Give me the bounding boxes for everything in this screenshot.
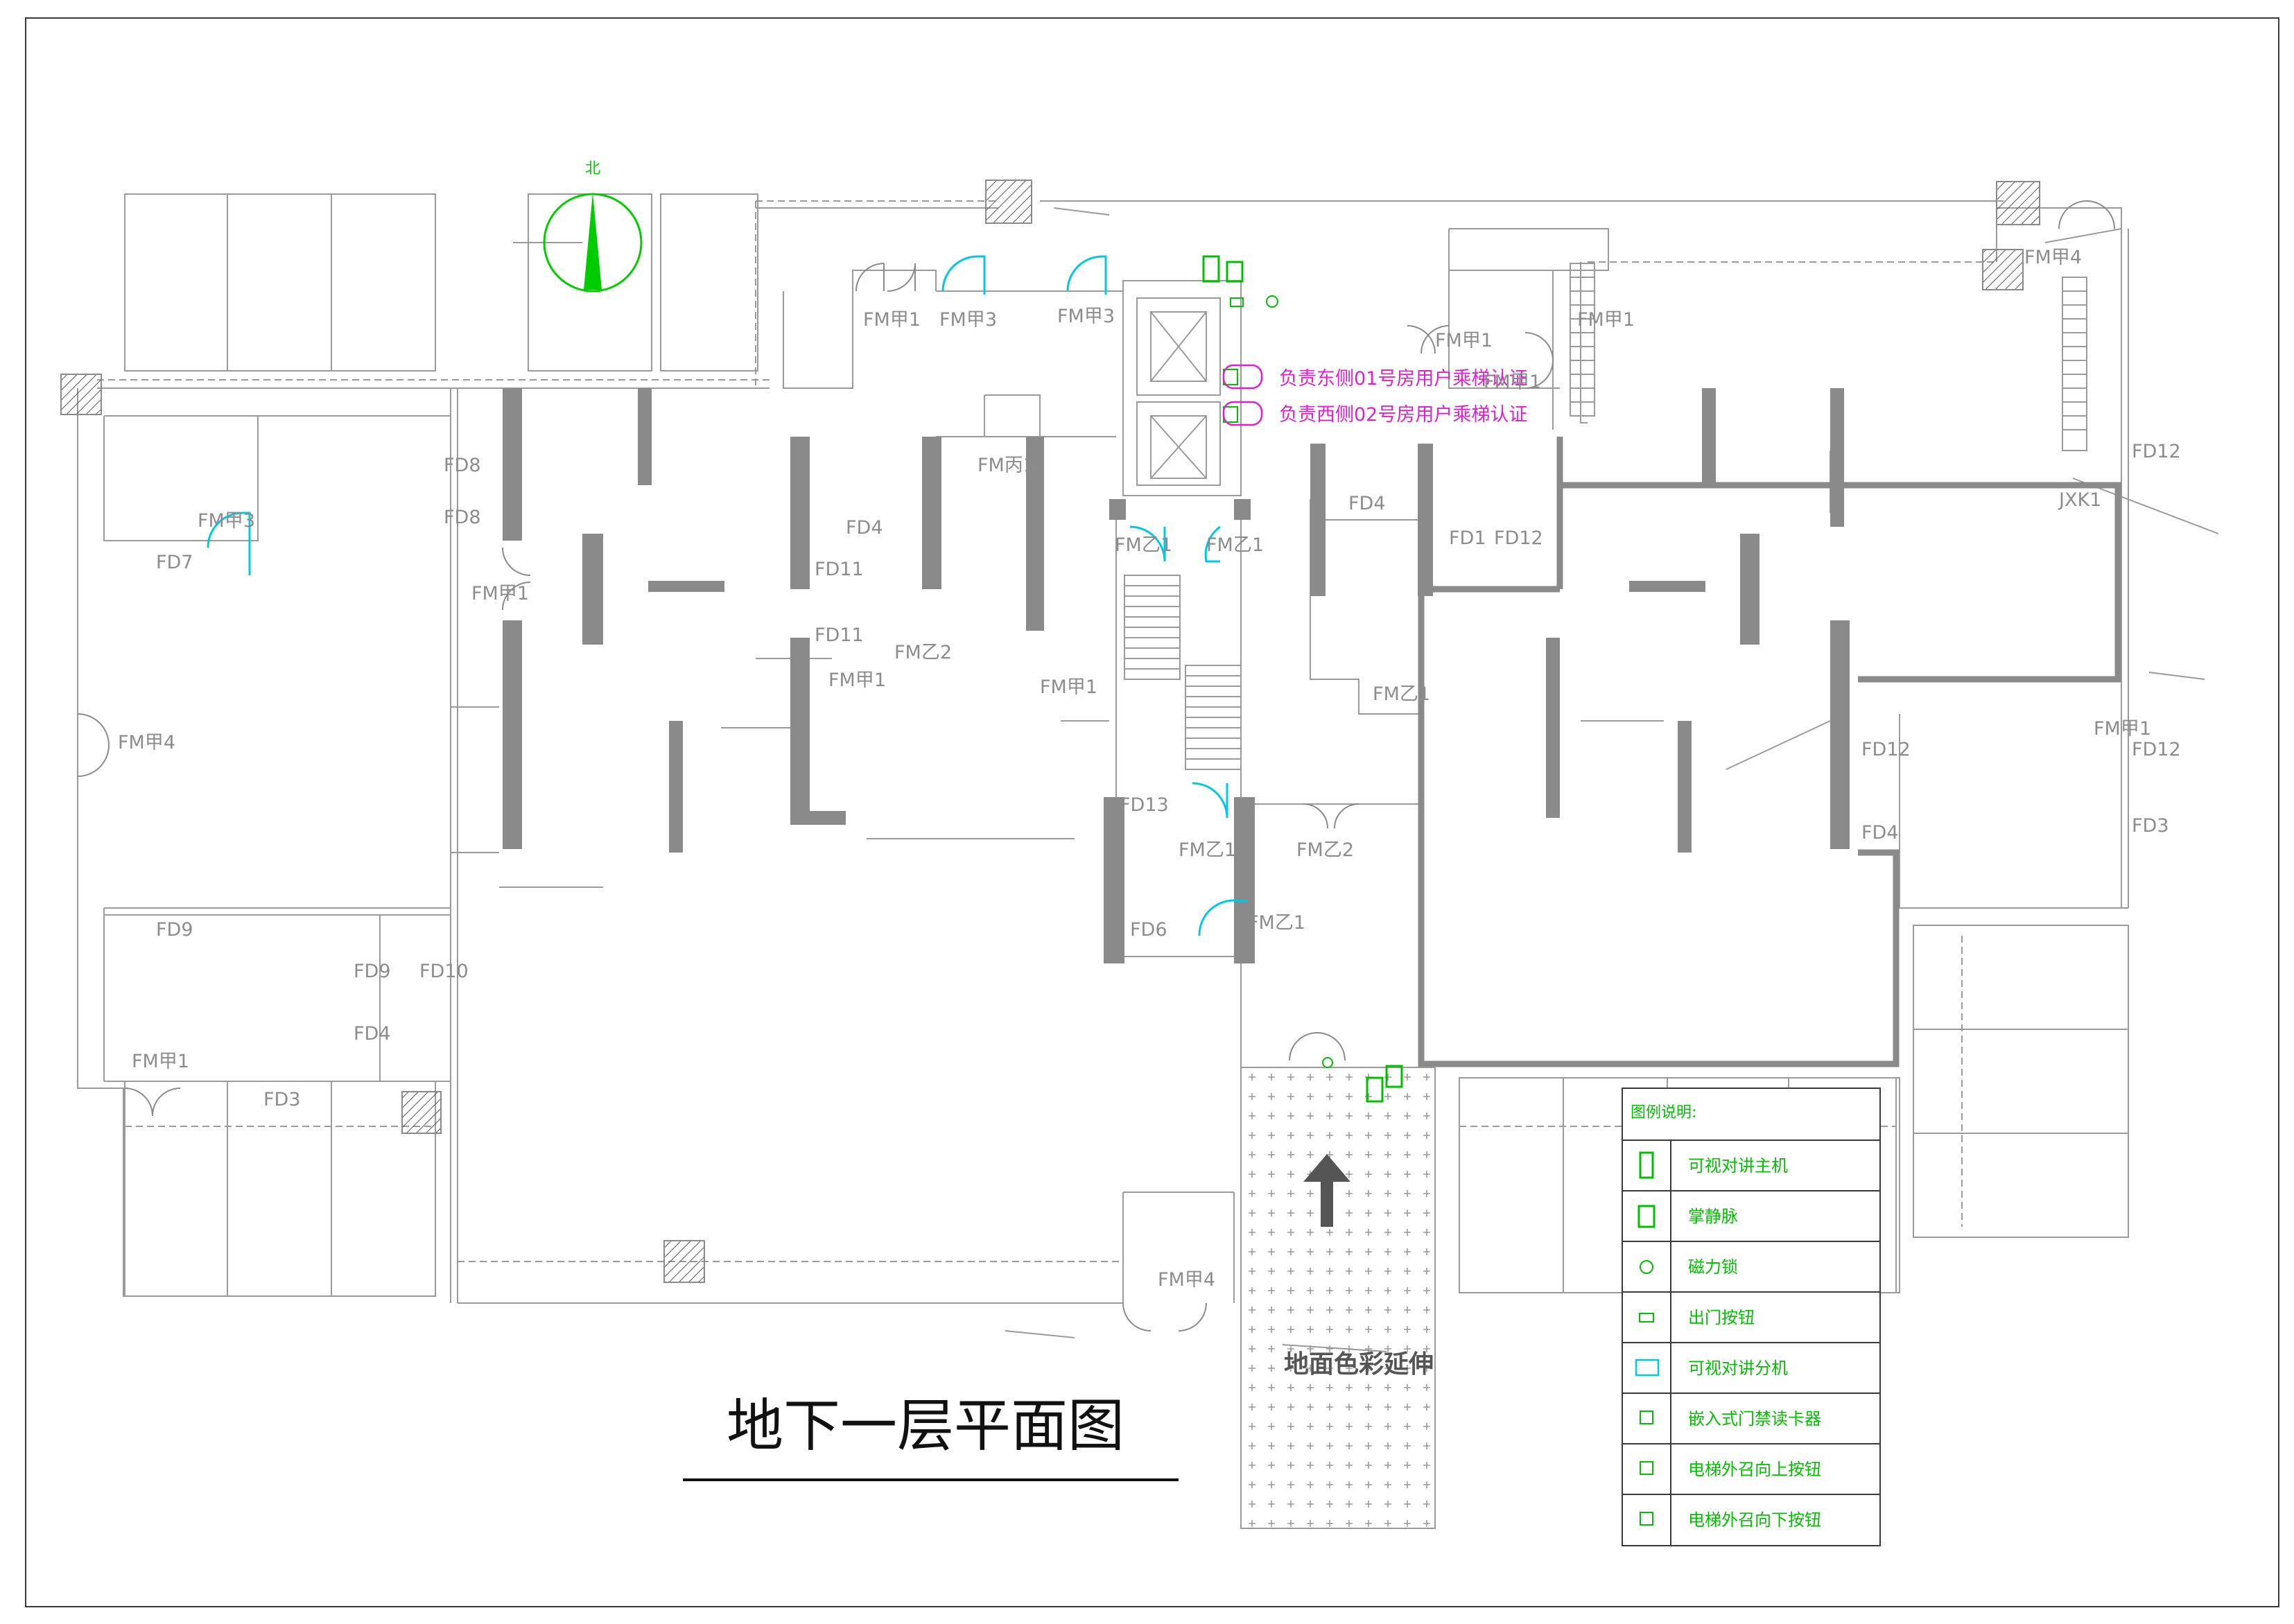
damper-label: FD8 (444, 455, 481, 476)
damper-label: FD12 (1494, 527, 1543, 549)
sheet-border (25, 17, 2279, 1607)
door-label: FM甲1 (1577, 309, 1635, 331)
door-label: FM乙1 (1179, 839, 1236, 861)
door-label: FM甲3 (1057, 306, 1115, 327)
magnetic-lock-icon (1266, 295, 1278, 308)
door-label: FM甲4 (1158, 1269, 1215, 1291)
legend-label: 电梯外召向下按钮 (1688, 1510, 1821, 1530)
door-swings (77, 200, 2115, 1331)
exit-button-icon (1230, 297, 1244, 307)
damper-label: FD12 (2132, 441, 2181, 462)
box-label: JXK1 (2058, 489, 2101, 511)
legend-table: 图例说明: 可视对讲主机 掌静脉 磁力锁 出门按钮 可视对讲分机 嵌入式门禁读卡… (1622, 1088, 1881, 1546)
door-label: FM甲1 (1435, 330, 1493, 351)
door-label: FM甲4 (2024, 247, 2082, 268)
intercom-main-icon (1366, 1076, 1384, 1103)
door-label: FM乙2 (1296, 839, 1354, 861)
ground-extension-area (1240, 1067, 1436, 1529)
legend-label: 掌静脉 (1688, 1207, 1738, 1226)
legend-label: 可视对讲主机 (1688, 1156, 1788, 1176)
elevator-up-button-icon (1223, 369, 1238, 385)
door-label: FM甲1 (1484, 372, 1541, 393)
damper-label: FD4 (354, 1023, 391, 1045)
damper-label: FD11 (815, 625, 864, 646)
intercom-main-icon (1639, 1151, 1654, 1179)
ground-note: 地面色彩延伸 (1284, 1350, 1434, 1379)
north-arrow: 北 (543, 160, 643, 293)
door-label: FM乙1 (1373, 683, 1430, 705)
damper-label: FD9 (354, 961, 391, 982)
door-label: FM乙1 (1206, 534, 1264, 556)
door-label: FM甲3 (939, 309, 997, 331)
door-label: FM甲1 (863, 309, 921, 331)
bold-outlines (1418, 437, 2121, 1067)
callouts: 负责东侧01号房用户乘梯认证 负责西侧02号房用户乘梯认证 (1222, 364, 1527, 426)
damper-label: FD12 (2132, 739, 2181, 760)
drawing-title: 地下一层平面图 (727, 1393, 1124, 1459)
door-label: FM甲1 (471, 583, 529, 604)
elevator-up-button-icon (1640, 1461, 1653, 1475)
callout-east: 负责东侧01号房用户乘梯认证 (1279, 368, 1527, 390)
card-reader-icon (1640, 1411, 1653, 1424)
damper-label: FD13 (1120, 794, 1169, 816)
access-devices (1202, 255, 1403, 1103)
door-label: FM甲4 (118, 732, 175, 753)
elevator-down-button-icon (1640, 1512, 1653, 1526)
door-label: FM甲1 (828, 670, 886, 691)
legend-label: 电梯外召向上按钮 (1688, 1460, 1821, 1479)
walls (503, 388, 1850, 963)
palm-vein-icon (1637, 1205, 1656, 1228)
palm-vein-icon (1385, 1065, 1403, 1088)
damper-label: FD8 (444, 507, 481, 528)
damper-label: FD1 (1449, 527, 1486, 549)
door-label: FM乙1 (1115, 534, 1172, 556)
damper-label: FD10 (419, 961, 469, 982)
damper-label: FD6 (1130, 919, 1167, 941)
door-labels: FM甲1 FM甲3 FM甲3 FM甲3 FM丙1 FM甲1 FM甲1 FM甲4 … (118, 247, 2181, 1291)
damper-label: FD4 (1861, 822, 1899, 844)
damper-label: FD3 (2132, 815, 2169, 837)
damper-label: FD4 (1348, 493, 1386, 514)
magnetic-lock-icon (1640, 1260, 1653, 1274)
legend-label: 可视对讲分机 (1688, 1359, 1788, 1378)
damper-label: FD11 (815, 559, 864, 580)
damper-label: FD3 (263, 1089, 301, 1110)
intercom-extension-icon (1635, 1359, 1660, 1377)
magnetic-lock-icon (1322, 1057, 1333, 1068)
plan-outline (77, 193, 2219, 1352)
callout-west: 负责西侧02号房用户乘梯认证 (1279, 404, 1527, 426)
door-label: FM甲3 (198, 510, 255, 532)
door-label: FM乙1 (1248, 912, 1305, 934)
door-label: FM丙1 (977, 455, 1035, 476)
north-label: 北 (585, 160, 600, 177)
legend-label: 磁力锁 (1688, 1257, 1738, 1277)
legend-label: 嵌入式门禁读卡器 (1688, 1409, 1821, 1429)
damper-label: FD12 (1861, 739, 1911, 760)
door-label: FM甲1 (132, 1051, 189, 1072)
damper-label: FD4 (846, 517, 883, 539)
damper-label: FD7 (156, 552, 193, 573)
intercom-main-icon (1202, 255, 1220, 283)
legend-label: 出门按钮 (1688, 1308, 1755, 1327)
door-label: FM甲1 (1040, 676, 1097, 698)
palm-vein-icon (1226, 261, 1244, 283)
door-label: FM乙2 (894, 642, 952, 663)
damper-label: FD9 (156, 919, 193, 941)
door-label: FM甲1 (2094, 718, 2151, 740)
legend-title: 图例说明: (1631, 1104, 1696, 1121)
exit-button-icon (1639, 1313, 1654, 1322)
shafts (60, 180, 2040, 1283)
